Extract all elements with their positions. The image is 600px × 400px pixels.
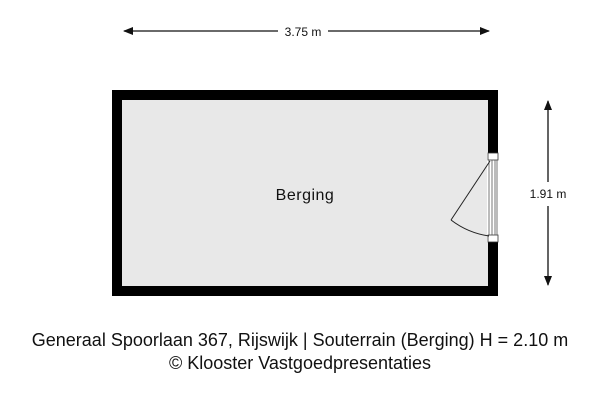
width-dimension-label: 3.75 m — [285, 25, 322, 39]
height-dimension-label: 1.91 m — [530, 187, 567, 201]
room-label: Berging — [276, 187, 335, 204]
door-swing — [450, 160, 491, 237]
height-dimension-line: 1.91 m — [530, 100, 567, 286]
room-walls — [112, 90, 499, 296]
room-floor — [122, 100, 488, 286]
caption-copyright: © Klooster Vastgoedpresentaties — [168, 353, 432, 373]
caption-address: Generaal Spoorlaan 367, Rijswijk | Soute… — [31, 330, 569, 350]
width-dimension-line: 3.75 m — [123, 25, 490, 39]
